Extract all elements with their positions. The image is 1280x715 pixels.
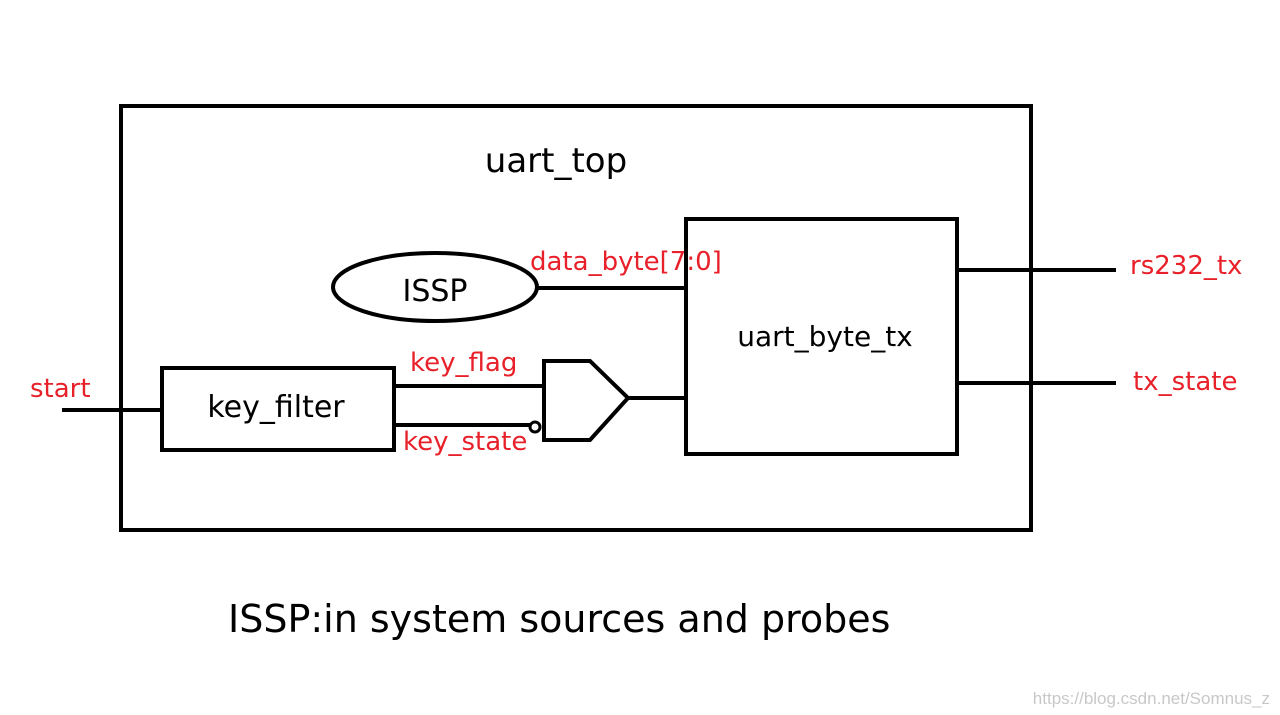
tx-state-label: tx_state <box>1133 367 1237 397</box>
uart-byte-tx-box <box>684 217 959 456</box>
inverter-bubble <box>528 420 542 434</box>
uart-byte-tx-label: uart_byte_tx <box>737 320 913 353</box>
key-state-label: key_state <box>403 427 527 457</box>
issp-note: ISSP:in system sources and probes <box>228 597 890 641</box>
watermark: https://blog.csdn.net/Somnus_z <box>1033 689 1270 708</box>
key-filter-label: key_filter <box>207 390 345 425</box>
rs232-tx-label: rs232_tx <box>1130 251 1242 281</box>
uart-top-label: uart_top <box>485 141 627 181</box>
issp-label: ISSP <box>402 274 467 309</box>
logic-gate <box>542 359 631 442</box>
uart-top-box <box>119 104 1033 532</box>
start-label: start <box>30 374 91 404</box>
data-byte-label: data_byte[7:0] <box>530 247 722 277</box>
key-flag-label: key_flag <box>410 348 517 378</box>
